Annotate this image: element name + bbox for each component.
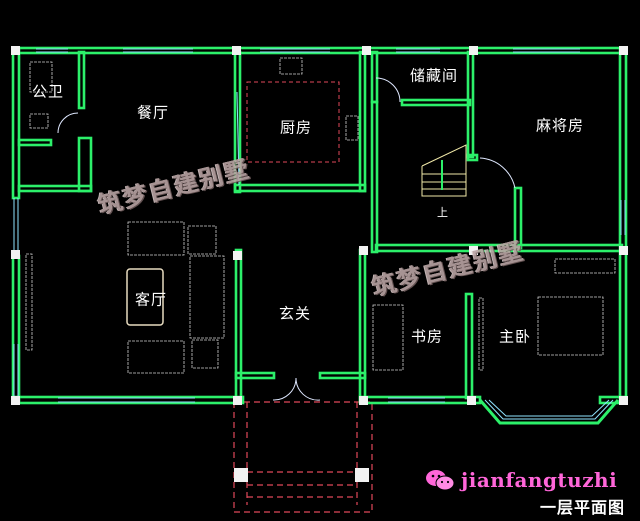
room-label-toilet: 公卫 — [31, 82, 65, 101]
brand-text: jianfangtuzhi — [461, 468, 618, 492]
kitchen-counter-outline — [246, 81, 340, 163]
room-label-master-bedroom: 主卧 — [498, 327, 532, 346]
columns — [11, 46, 628, 482]
porch-outline — [233, 401, 373, 513]
room-label-kitchen: 厨房 — [279, 118, 313, 137]
wechat-icon — [425, 469, 455, 491]
stair — [421, 144, 467, 197]
room-label-foyer: 玄关 — [278, 304, 312, 323]
room-label-mahjong: 麻将房 — [535, 116, 585, 135]
door-swings — [57, 77, 516, 401]
room-label-dining: 餐厅 — [136, 103, 170, 122]
bay-window — [478, 399, 620, 425]
room-label-storage: 储藏间 — [409, 66, 459, 85]
furniture — [25, 57, 616, 374]
plan-title: 一层平面图 — [540, 498, 626, 517]
room-label-living: 客厅 — [134, 290, 168, 309]
brand: jianfangtuzhi — [425, 468, 617, 492]
coffee-table — [126, 268, 164, 326]
windows — [13, 48, 626, 403]
stair-up-label: 上 — [437, 206, 449, 219]
room-label-study: 书房 — [410, 327, 444, 346]
walls — [11, 46, 628, 405]
